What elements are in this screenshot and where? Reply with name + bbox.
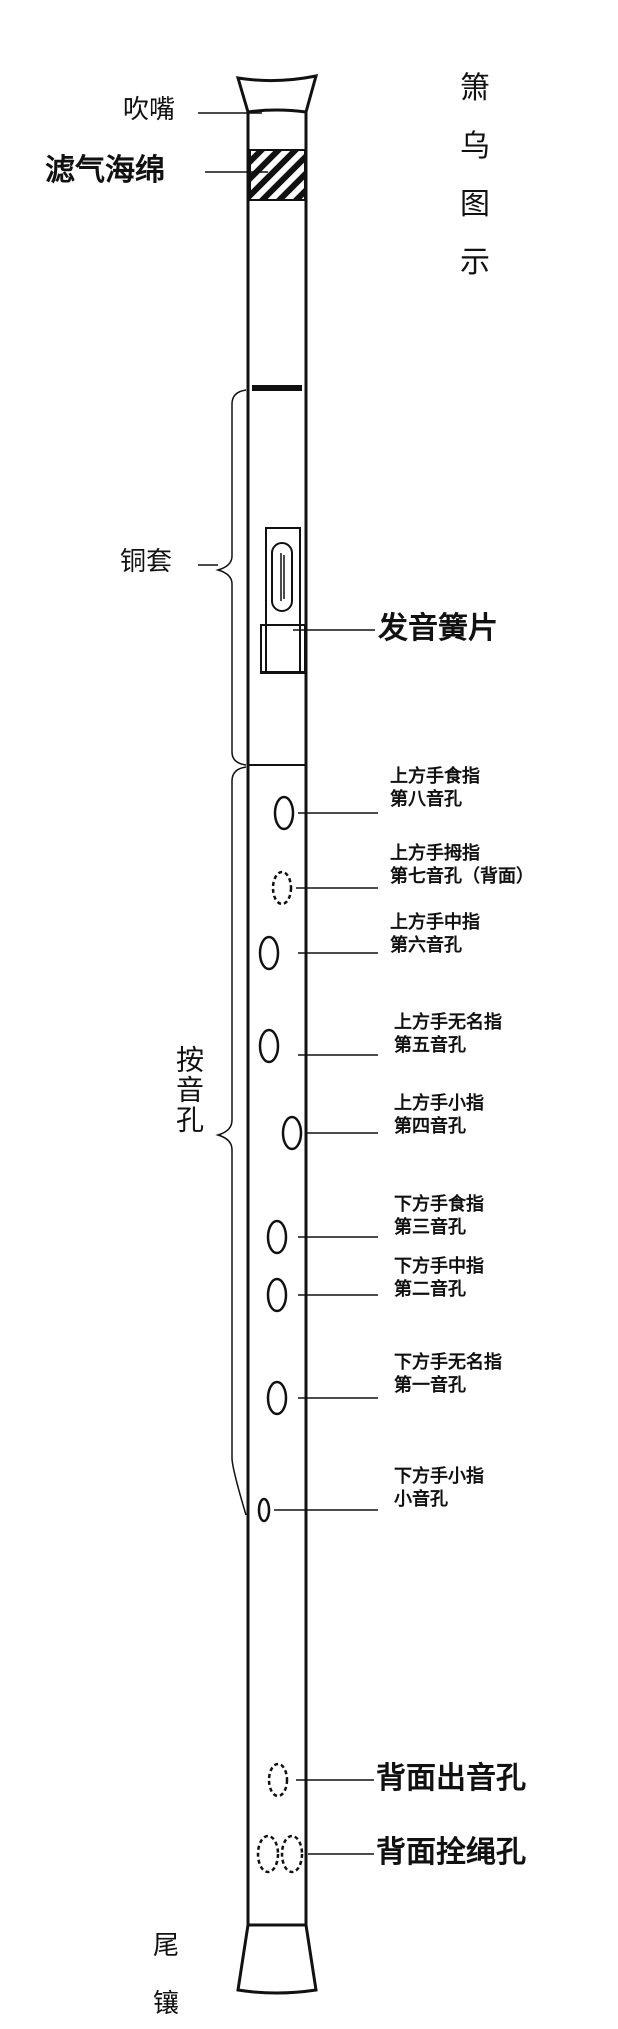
hole-5	[258, 1028, 280, 1064]
hole-4	[281, 1115, 303, 1151]
title-char-1: 箫	[460, 71, 490, 106]
label-mouthpiece: 吹嘴	[123, 95, 176, 125]
brackets	[215, 389, 247, 1516]
hole-small	[257, 1497, 271, 1523]
label-reed: 发音簧片	[378, 611, 498, 646]
hole-label-1: 下方手无名指 第一音孔	[394, 1352, 502, 1397]
hole-label-small-finger: 下方手小指	[394, 1466, 484, 1487]
hole-label-3-finger: 下方手食指	[394, 1194, 484, 1215]
copper-sleeve-bracket	[215, 389, 247, 766]
tone-holes-bracket	[215, 766, 247, 1516]
hole-label-7: 上方手拇指 第七音孔（背面）	[390, 843, 534, 888]
reed-tongue	[280, 553, 285, 601]
hole-label-1-finger: 下方手无名指	[394, 1352, 502, 1373]
hole-label-2-finger: 下方手中指	[394, 1256, 484, 1277]
label-copper-sleeve: 铜套	[120, 547, 173, 577]
flute-body	[235, 74, 319, 1995]
hole-label-4-name: 第四音孔	[394, 1115, 466, 1137]
label-tone-holes: 按音孔	[172, 1045, 205, 1135]
tail-cap	[236, 1923, 318, 1995]
hole-label-1-name: 第一音孔	[394, 1374, 466, 1396]
label-tail-cap-1: 尾	[153, 1931, 180, 1961]
hole-label-2-name: 第二音孔	[394, 1278, 466, 1300]
hole-label-3-name: 第三音孔	[394, 1216, 466, 1238]
hole-label-6: 上方手中指 第六音孔	[390, 912, 480, 957]
hole-label-5: 上方手无名指 第五音孔	[394, 1012, 502, 1057]
hole-6	[258, 935, 280, 971]
hole-label-4-finger: 上方手小指	[394, 1093, 484, 1114]
leader-lines	[198, 112, 378, 1855]
back-sound-hole-mark	[267, 1762, 289, 1798]
title-char-3: 图	[460, 187, 490, 222]
hole-label-3: 下方手食指 第三音孔	[394, 1194, 484, 1239]
rope-hole-left	[256, 1834, 280, 1874]
hole-label-8-name: 第八音孔	[390, 788, 462, 810]
label-back-sound-hole: 背面出音孔	[376, 1761, 526, 1796]
rope-hole-right	[280, 1834, 304, 1874]
reed-plate	[271, 542, 293, 612]
hole-label-small-name: 小音孔	[394, 1488, 448, 1510]
hole-label-2: 下方手中指 第二音孔	[394, 1256, 484, 1301]
label-filter-sponge: 滤气海绵	[45, 153, 165, 188]
label-back-rope-hole: 背面拴绳孔	[376, 1835, 526, 1870]
hole-label-6-name: 第六音孔	[390, 934, 462, 956]
hole-label-7-finger: 上方手拇指	[390, 843, 480, 864]
diagram-title: 箫 乌 图 示	[455, 60, 495, 292]
hole-label-7-name: 第七音孔（背面）	[390, 865, 534, 887]
hole-label-8-finger: 上方手食指	[390, 766, 480, 787]
hole-label-6-finger: 上方手中指	[390, 912, 480, 933]
hole-7-back	[271, 870, 293, 906]
hole-label-5-finger: 上方手无名指	[394, 1012, 502, 1033]
holes	[256, 795, 304, 1874]
hole-label-8: 上方手食指 第八音孔	[390, 766, 480, 811]
hole-label-small: 下方手小指 小音孔	[394, 1466, 484, 1511]
title-char-2: 乌	[460, 129, 490, 164]
reed-clamp	[260, 624, 306, 674]
hole-1	[266, 1380, 288, 1416]
filter-sponge-block	[249, 149, 306, 201]
label-tail-cap-2: 镶	[153, 1989, 180, 2019]
hole-label-5-name: 第五音孔	[394, 1034, 466, 1056]
title-char-4: 示	[460, 245, 490, 280]
hole-8	[273, 795, 295, 831]
mouthpiece-flare	[235, 74, 319, 114]
reed-assembly	[260, 527, 306, 674]
hole-3	[266, 1219, 288, 1255]
hole-2	[266, 1277, 288, 1313]
hole-label-4: 上方手小指 第四音孔	[394, 1093, 484, 1138]
